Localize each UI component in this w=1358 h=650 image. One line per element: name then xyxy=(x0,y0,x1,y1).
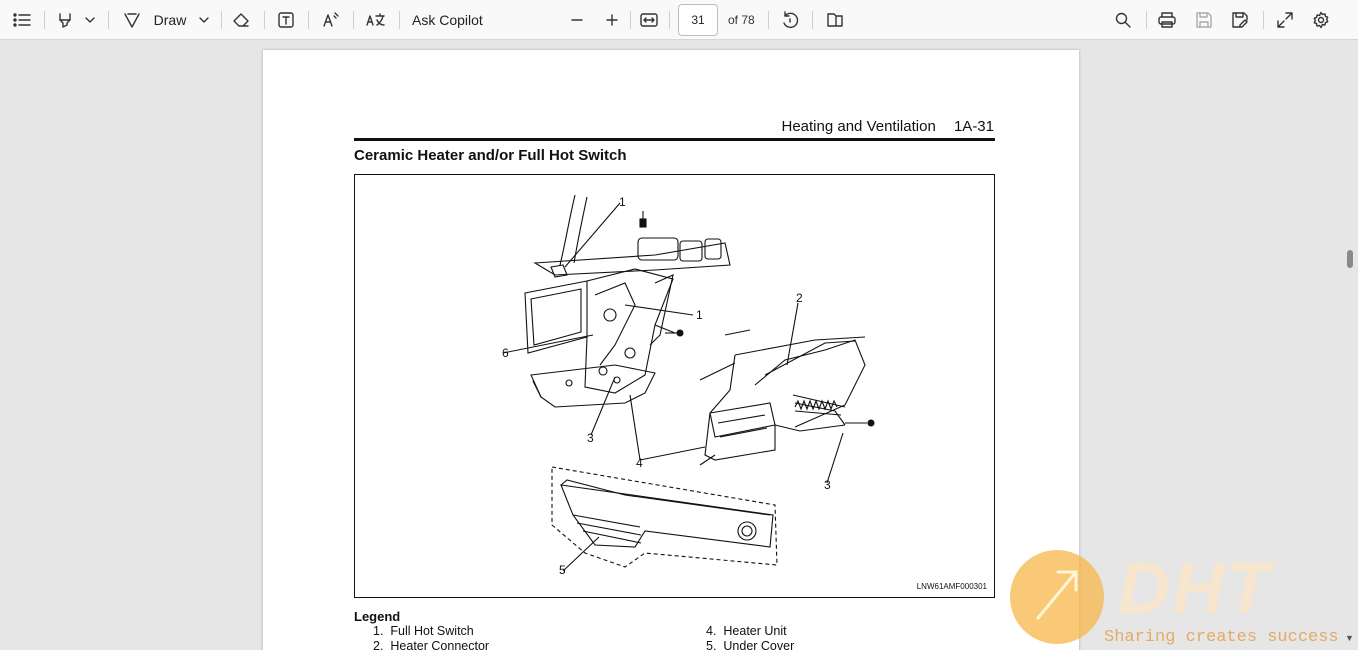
callout-label: 1 xyxy=(696,308,703,322)
legend-label: Heater Connector xyxy=(390,639,490,650)
callout-label: 1 xyxy=(619,195,626,209)
rotate-icon[interactable] xyxy=(779,7,801,33)
page-total-label: of 78 xyxy=(728,13,755,27)
read-aloud-icon[interactable] xyxy=(319,7,343,33)
page-header: Heating and Ventilation 1A-31 xyxy=(768,118,995,135)
legend-label: Under Cover xyxy=(723,639,795,650)
legend-item: 1. Full Hot Switch xyxy=(373,624,474,638)
highlight-chevron-down-icon[interactable] xyxy=(82,7,98,33)
divider xyxy=(768,11,769,29)
divider xyxy=(353,11,354,29)
divider xyxy=(399,11,400,29)
page-number-input[interactable]: 31 xyxy=(678,4,718,36)
vertical-scrollbar-thumb[interactable] xyxy=(1347,250,1353,268)
text-box-icon[interactable] xyxy=(275,7,297,33)
print-icon[interactable] xyxy=(1156,7,1178,33)
translate-icon[interactable] xyxy=(364,7,388,33)
page-view-icon[interactable] xyxy=(824,7,846,33)
search-icon[interactable] xyxy=(1112,7,1134,33)
fit-width-icon[interactable] xyxy=(638,7,660,33)
legend-item: 4. Heater Unit xyxy=(706,624,787,638)
draw-chevron-down-icon[interactable] xyxy=(196,7,212,33)
legend-number: 1. xyxy=(373,624,384,638)
section-title: Ceramic Heater and/or Full Hot Switch xyxy=(354,147,627,164)
header-rule xyxy=(354,138,995,141)
save-as-icon[interactable] xyxy=(1229,7,1251,33)
figure-box: 1 1 2 6 3 4 3 5 LNW61AMF000301 xyxy=(354,174,995,598)
contents-icon[interactable] xyxy=(10,7,34,33)
page-header-title: Heating and Ventilation xyxy=(781,118,936,135)
legend-item: 5. Under Cover xyxy=(706,639,794,650)
divider xyxy=(669,11,670,29)
zoom-in-icon[interactable] xyxy=(601,7,623,33)
draw-button[interactable]: Draw xyxy=(153,12,187,28)
legend-number: 5. xyxy=(706,639,717,650)
watermark-logo-circle xyxy=(1010,550,1104,644)
legend-title: Legend xyxy=(354,609,401,624)
watermark-logo-text: DHT xyxy=(1118,549,1272,629)
callout-label: 3 xyxy=(587,431,594,445)
legend-number: 2. xyxy=(373,639,384,650)
save-icon[interactable] xyxy=(1193,7,1215,33)
pdf-toolbar: Draw Ask Copilot 31 of 78 xyxy=(0,0,1358,40)
ask-copilot-button[interactable]: Ask Copilot xyxy=(412,12,483,28)
divider xyxy=(812,11,813,29)
zoom-out-icon[interactable] xyxy=(566,7,588,33)
divider xyxy=(630,11,631,29)
callout-label: 6 xyxy=(502,346,509,360)
watermark-tagline: Sharing creates success xyxy=(1104,628,1339,647)
divider xyxy=(1146,11,1147,29)
divider xyxy=(308,11,309,29)
scroll-down-arrow-icon[interactable]: ▼ xyxy=(1345,633,1354,643)
settings-icon[interactable] xyxy=(1310,7,1332,33)
callout-label: 4 xyxy=(636,456,643,470)
figure-code: LNW61AMF000301 xyxy=(916,582,987,591)
divider xyxy=(108,11,109,29)
legend-label: Heater Unit xyxy=(723,624,787,638)
draw-icon[interactable] xyxy=(120,7,144,33)
legend-label: Full Hot Switch xyxy=(390,624,474,638)
divider xyxy=(221,11,222,29)
fullscreen-icon[interactable] xyxy=(1274,7,1296,33)
heater-diagram-illustration xyxy=(502,194,875,572)
callout-label: 3 xyxy=(824,478,831,492)
callout-label: 5 xyxy=(559,563,566,577)
legend-item: 2. Heater Connector xyxy=(373,639,489,650)
divider xyxy=(44,11,45,29)
eraser-icon[interactable] xyxy=(230,7,252,33)
divider xyxy=(1263,11,1264,29)
pdf-page: Heating and Ventilation 1A-31 Ceramic He… xyxy=(263,50,1079,650)
highlight-icon[interactable] xyxy=(54,7,76,33)
arrow-icon xyxy=(1036,570,1078,620)
callout-label: 2 xyxy=(796,291,803,305)
legend-number: 4. xyxy=(706,624,717,638)
page-header-number: 1A-31 xyxy=(953,118,994,135)
divider xyxy=(264,11,265,29)
